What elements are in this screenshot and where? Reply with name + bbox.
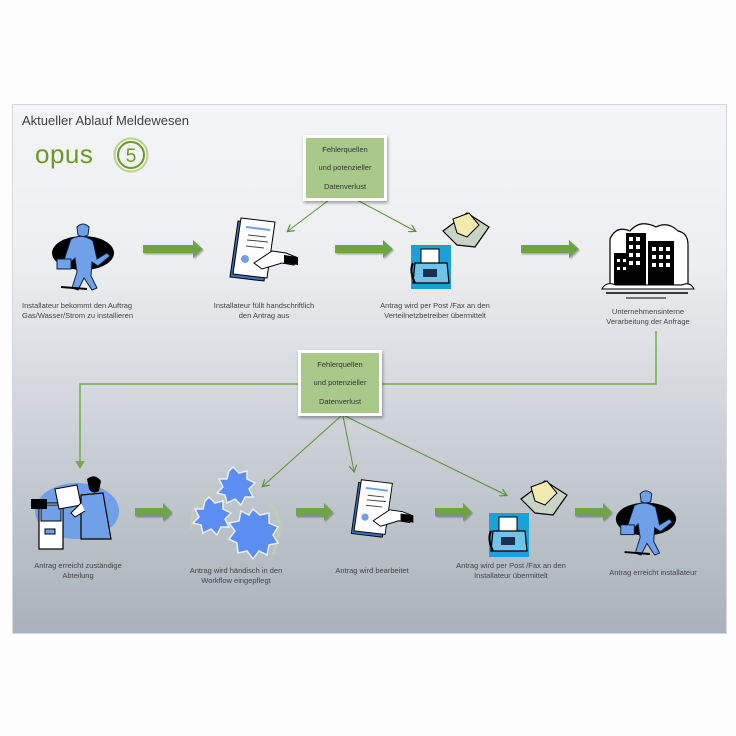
- step-label: Antrag wird per Post /Fax an den Verteil…: [374, 301, 496, 321]
- error-sources-box: Fehlerquellen und potenzieller Datenverl…: [298, 350, 382, 416]
- error-box-line: und potenzieller: [313, 378, 367, 388]
- step-label-line: Antrag wird händisch in den: [189, 566, 283, 575]
- error-arrow: [342, 415, 354, 471]
- diagram-canvas: Aktueller Ablauf Meldewesen opus 5: [12, 104, 727, 634]
- gear-small-left: [191, 495, 233, 537]
- logo-number: 5: [126, 146, 137, 167]
- step-label-line: Installateur bekommt den Auftrag: [22, 301, 133, 310]
- step-label: Installateur füllt handschriftlich den A…: [209, 301, 319, 321]
- flow-arrow: [296, 503, 333, 521]
- step-label-line: Antrag erreicht zuständige: [34, 561, 122, 570]
- document-signing-icon: [350, 479, 414, 538]
- error-box-line: und potenzieller: [318, 163, 372, 173]
- gear-large: [227, 507, 280, 561]
- flow-arrow: [521, 240, 579, 258]
- step-label-line: Installateur übermittelt: [474, 571, 548, 580]
- step-label: Antrag wird händisch in den Workflow ein…: [181, 566, 291, 586]
- office-building-icon: [601, 223, 695, 299]
- step-label-line: Verarbeitung der Anfrage: [606, 317, 690, 326]
- step-label: Antrag wird per Post /Fax an den Install…: [450, 561, 572, 581]
- step-label: Antrag erreicht installateur: [598, 568, 708, 578]
- worker-icon: [615, 490, 677, 556]
- step-label-line: Verteilnetzbetreiber übermittelt: [384, 311, 486, 320]
- gear-small-top: [215, 465, 257, 507]
- error-arrow: [356, 199, 415, 231]
- step-label: Antrag erreicht zuständige Abteilung: [23, 561, 133, 581]
- step-label-line: Workflow eingepflegt: [201, 576, 271, 585]
- gears-icon: [189, 465, 281, 561]
- step-label-line: Unternehmensinterne: [611, 307, 685, 316]
- step-label-line: Antrag wird bearbeitet: [335, 566, 409, 575]
- step-label: Installateur bekommt den Auftrag Gas/Was…: [22, 301, 133, 321]
- error-box-line: Fehlerquellen: [317, 359, 363, 369]
- fax-mail-icon: [488, 480, 568, 557]
- document-signing-icon: [229, 217, 298, 282]
- flow-arrow: [335, 240, 393, 258]
- error-box-line: Datenverlust: [318, 396, 362, 406]
- step-label-line: Antrag wird per Post /Fax an den: [380, 301, 490, 310]
- logo-text: opus: [35, 139, 94, 169]
- diagram-title: Aktueller Ablauf Meldewesen: [22, 113, 189, 128]
- flow-arrow: [143, 240, 203, 258]
- step-label: Unternehmensinterne Verarbeitung der Anf…: [593, 307, 703, 327]
- step-label: Antrag wird bearbeitet: [327, 566, 417, 576]
- step-label-line: Installateur füllt handschriftlich: [213, 301, 315, 310]
- step-label-line: Abteilung: [62, 571, 94, 580]
- fax-mail-icon: [410, 212, 490, 289]
- step-label-line: Antrag erreicht installateur: [609, 568, 697, 577]
- error-box-line: Fehlerquellen: [322, 144, 368, 154]
- error-box-line: Datenverlust: [323, 181, 367, 191]
- flow-arrow: [575, 503, 612, 521]
- step-label-line: Gas/Wasser/Strom zu installieren: [22, 311, 134, 320]
- error-sources-box: Fehlerquellen und potenzieller Datenverl…: [303, 135, 387, 201]
- logo-number-ring: 5: [113, 137, 149, 173]
- worker-icon: [52, 223, 114, 291]
- flow-arrow: [435, 503, 472, 521]
- flow-arrow: [135, 503, 172, 521]
- connector-arrowhead: [75, 461, 85, 469]
- clerk-filing-icon: [31, 476, 119, 550]
- step-label-line: Antrag wird per Post /Fax an den: [456, 561, 566, 570]
- step-label-line: den Antrag aus: [238, 311, 290, 320]
